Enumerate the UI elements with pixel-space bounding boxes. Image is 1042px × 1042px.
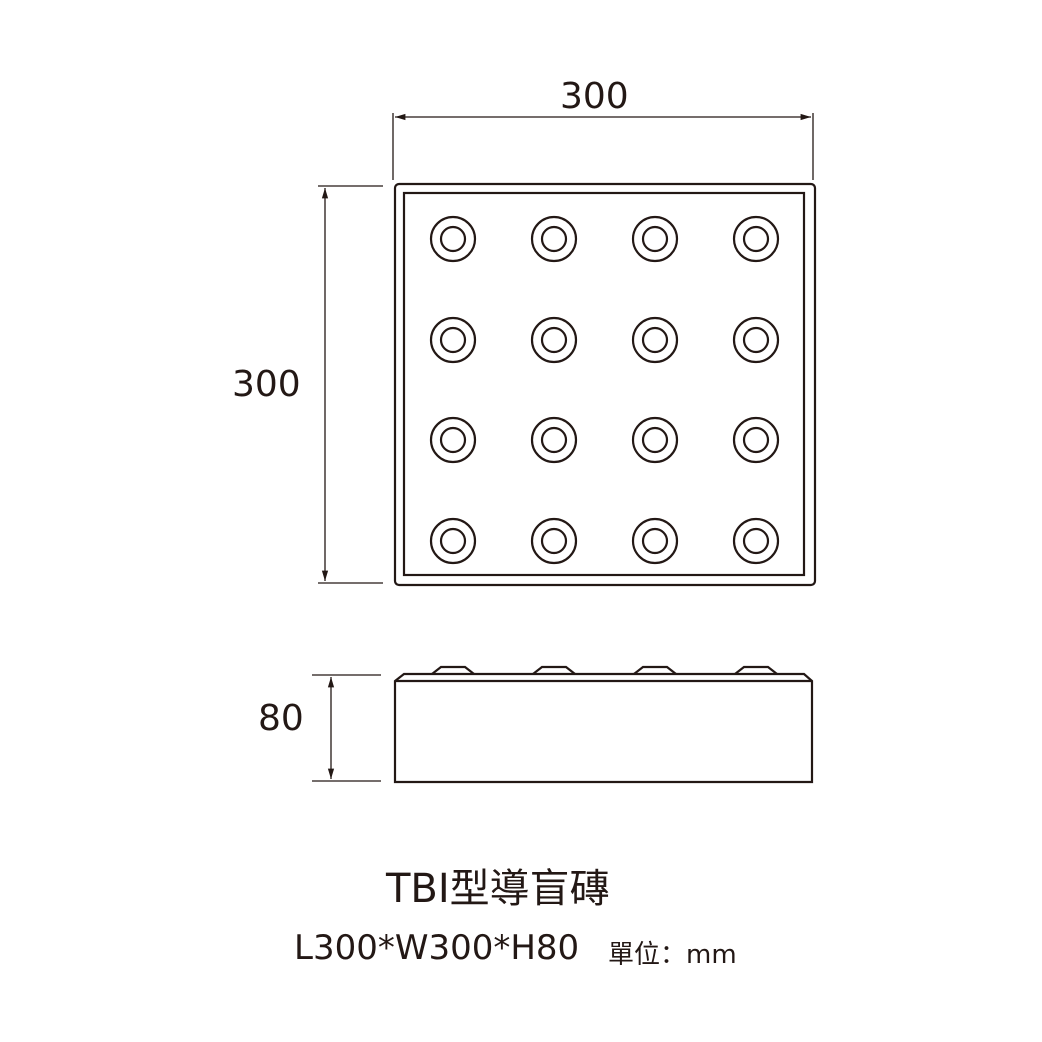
stud-outer-circle bbox=[631, 316, 679, 364]
stud-inner-circle bbox=[742, 527, 770, 555]
stud-inner-circle bbox=[641, 225, 669, 253]
stud-outer-circle bbox=[429, 215, 477, 263]
stud-outer-circle bbox=[631, 517, 679, 565]
stud-inner-circle bbox=[742, 426, 770, 454]
stud-inner-circle bbox=[742, 326, 770, 354]
stud-inner-circle bbox=[540, 326, 568, 354]
length-label: 300 bbox=[232, 364, 301, 405]
stud-outer-circle bbox=[631, 416, 679, 464]
dimension-lines bbox=[312, 113, 814, 782]
stud-inner-circle bbox=[641, 326, 669, 354]
width-label: 300 bbox=[560, 76, 629, 117]
top-view bbox=[393, 182, 817, 587]
stud-inner-circle bbox=[641, 527, 669, 555]
product-title: TBI型導盲磚 bbox=[386, 866, 610, 912]
stud-outer-circle bbox=[732, 416, 780, 464]
stud-inner-circle bbox=[439, 326, 467, 354]
stud-inner-circle bbox=[540, 527, 568, 555]
stud-outer-circle bbox=[530, 316, 578, 364]
stud-outer-circle bbox=[732, 517, 780, 565]
stud-outer-circle bbox=[429, 517, 477, 565]
stud-outer-circle bbox=[429, 416, 477, 464]
side-stud-bump bbox=[734, 665, 778, 675]
unit-note: 單位：mm bbox=[608, 940, 737, 970]
stud-inner-circle bbox=[540, 426, 568, 454]
stud-inner-circle bbox=[439, 527, 467, 555]
side-stud-bump bbox=[532, 665, 576, 675]
stud-inner-circle bbox=[439, 426, 467, 454]
stud-outer-circle bbox=[429, 316, 477, 364]
side-body bbox=[393, 672, 814, 784]
stud-inner-circle bbox=[742, 225, 770, 253]
stud-outer-circle bbox=[530, 416, 578, 464]
stud-outer-circle bbox=[631, 215, 679, 263]
side-view bbox=[393, 665, 814, 784]
stud-inner-circle bbox=[641, 426, 669, 454]
product-spec: L300*W300*H80 bbox=[294, 928, 580, 968]
stud-outer-circle bbox=[732, 215, 780, 263]
stud-outer-circle bbox=[530, 517, 578, 565]
tile-outline bbox=[393, 182, 817, 587]
side-stud-bump bbox=[431, 665, 475, 675]
height-label: 80 bbox=[258, 698, 304, 739]
stud-inner-circle bbox=[439, 225, 467, 253]
tile-inner-border bbox=[402, 191, 806, 577]
side-stud-bump bbox=[633, 665, 677, 675]
stud-outer-circle bbox=[530, 215, 578, 263]
stud-outer-circle bbox=[732, 316, 780, 364]
stud-inner-circle bbox=[540, 225, 568, 253]
